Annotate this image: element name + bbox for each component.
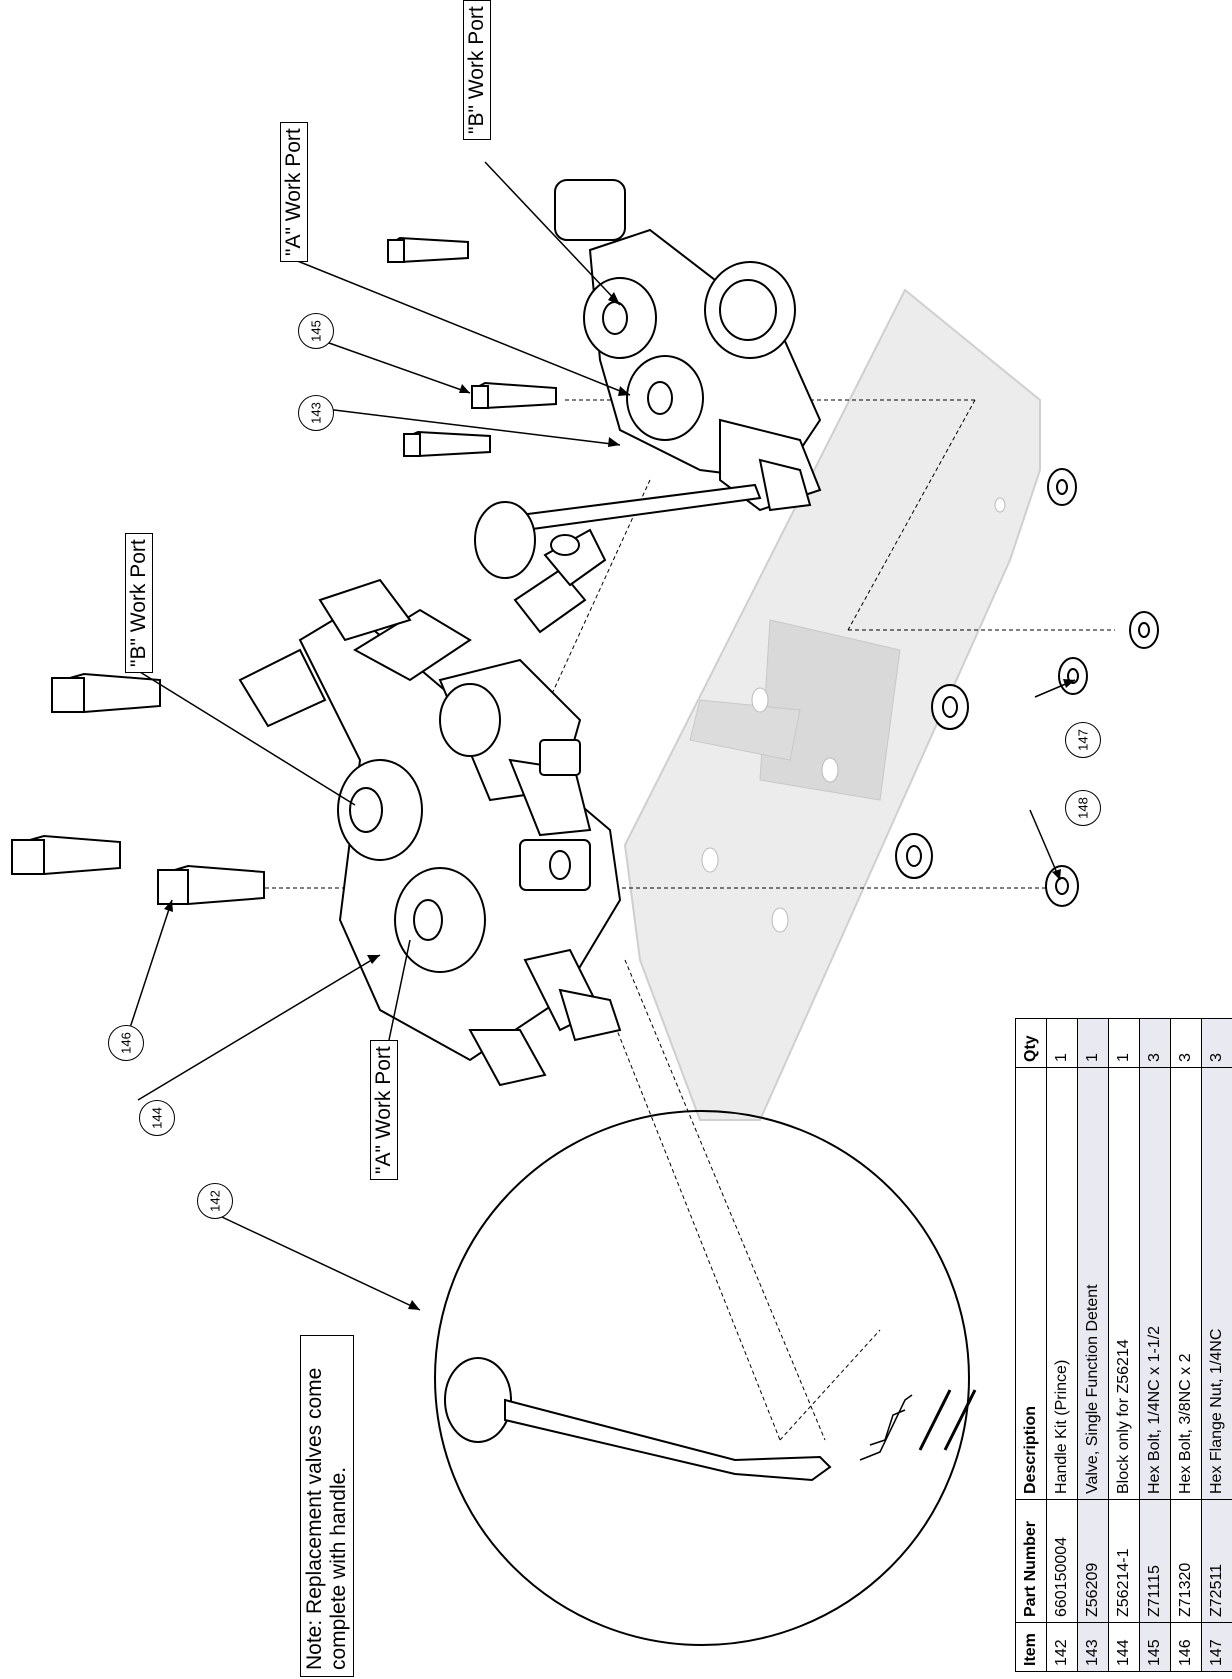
header-description: Description [1015, 1067, 1047, 1500]
cell-part-number: Z72511 [1201, 1499, 1232, 1623]
cell-qty: 1 [1046, 1018, 1078, 1068]
a-work-port-label-bottom: "A" Work Port [370, 1040, 398, 1180]
table-row: 147 Z72511 Hex Flange Nut, 1/4NC 3 [1201, 1018, 1232, 1672]
b-work-port-label-top: "B" Work Port [463, 0, 491, 140]
table-row: 144 Z56214-1 Block only for Z56214 1 [1108, 1018, 1140, 1672]
cell-description: Hex Flange Nut, 1/4NC [1201, 1067, 1232, 1500]
callout-144: 144 [139, 1100, 175, 1136]
cell-qty: 3 [1201, 1018, 1232, 1068]
table-row: 145 Z71115 Hex Bolt, 1/4NC x 1-1/2 3 [1139, 1018, 1171, 1672]
a-work-port-label-top: "A" Work Port [280, 122, 308, 262]
handle-kit-detail-circle [434, 1110, 977, 1646]
cell-description: Block only for Z56214 [1108, 1067, 1140, 1500]
cell-part-number: Z56214-1 [1108, 1499, 1140, 1623]
cell-part-number: Z71115 [1139, 1499, 1171, 1623]
cell-description: Valve, Single Function Detent [1077, 1067, 1109, 1500]
cell-part-number: Z56209 [1077, 1499, 1109, 1623]
callout-142: 142 [197, 1183, 233, 1219]
parts-table-container: Item Part Number Description Qty 142 660… [1015, 1018, 1232, 1672]
cell-item: 143 [1077, 1622, 1109, 1672]
cell-item: 142 [1046, 1622, 1078, 1672]
cell-qty: 1 [1108, 1018, 1140, 1068]
header-item: Item [1015, 1622, 1047, 1672]
header-qty: Qty [1015, 1018, 1047, 1068]
cell-item: 147 [1201, 1622, 1232, 1672]
cell-description: Handle Kit (Prince) [1046, 1067, 1078, 1500]
callout-143: 143 [298, 395, 334, 431]
bolts-146 [11, 672, 265, 906]
bolts-145 [387, 236, 557, 458]
callout-147: 147 [1065, 722, 1101, 758]
table-row: 143 Z56209 Valve, Single Function Detent… [1077, 1018, 1109, 1672]
leader-lines [126, 161, 1076, 1311]
cell-part-number: Z71320 [1170, 1499, 1202, 1623]
cell-description: Hex Bolt, 3/8NC x 2 [1170, 1067, 1202, 1500]
b-work-port-label-mid: "B" Work Port [125, 533, 153, 673]
replacement-note: Note: Replacement valves come complete w… [300, 1335, 354, 1677]
parts-table: Item Part Number Description Qty 142 660… [1015, 1018, 1232, 1672]
fitting [513, 528, 607, 634]
valve-block-144 [238, 578, 622, 1087]
callout-148: 148 [1065, 790, 1101, 826]
leader-arrowheads [164, 292, 1075, 1310]
mounting-plate [623, 288, 1041, 1121]
cell-qty: 3 [1170, 1018, 1202, 1068]
flange-nuts [895, 468, 1159, 907]
table-row: 146 Z71320 Hex Bolt, 3/8NC x 2 3 [1170, 1018, 1202, 1672]
cell-qty: 1 [1077, 1018, 1109, 1068]
handle-installed [474, 483, 762, 579]
table-row: 142 660150004 Handle Kit (Prince) 1 [1046, 1018, 1078, 1672]
cell-part-number: 660150004 [1046, 1499, 1078, 1623]
header-part-number: Part Number [1015, 1499, 1047, 1623]
parts-table-header-row: Item Part Number Description Qty [1015, 1018, 1047, 1672]
cell-qty: 3 [1139, 1018, 1171, 1068]
cell-item: 146 [1170, 1622, 1202, 1672]
cell-description: Hex Bolt, 1/4NC x 1-1/2 [1139, 1067, 1171, 1500]
cell-item: 145 [1139, 1622, 1171, 1672]
callout-145: 145 [298, 313, 334, 349]
callout-146: 146 [108, 1025, 144, 1061]
valve-143 [554, 179, 822, 512]
cell-item: 144 [1108, 1622, 1140, 1672]
